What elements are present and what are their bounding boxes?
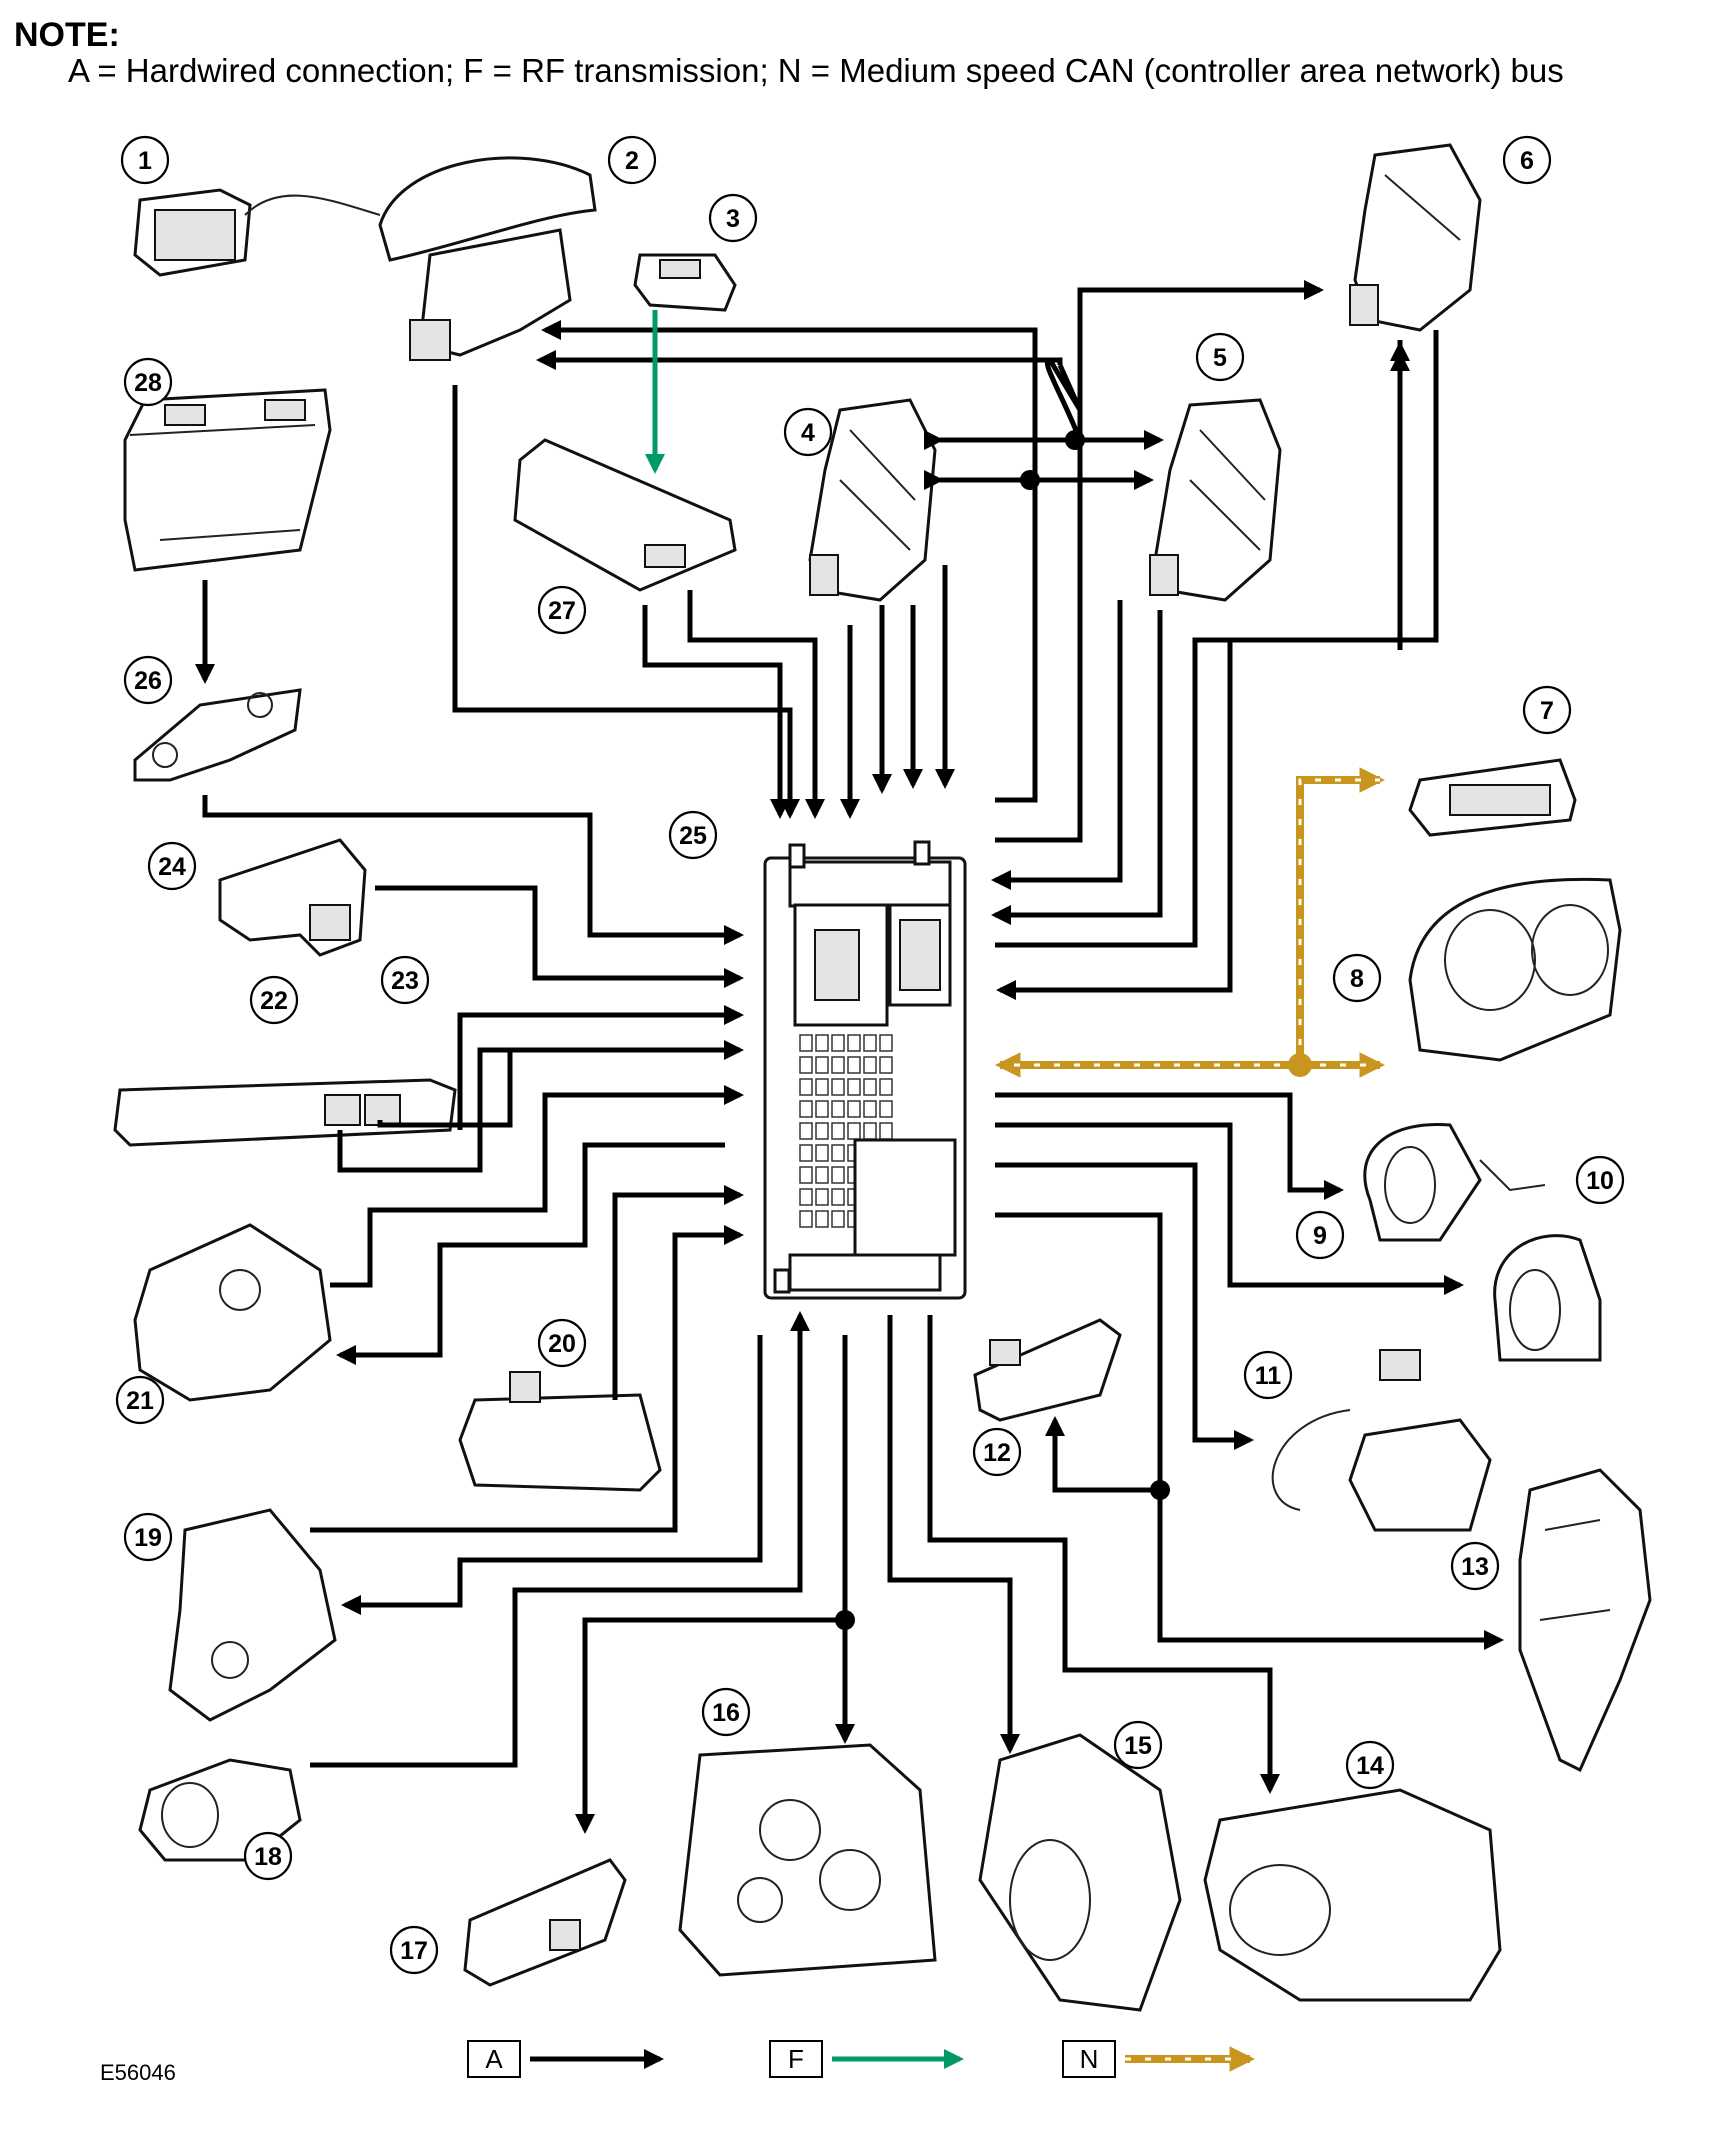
component-7 bbox=[1410, 760, 1575, 835]
callout-14: 14 bbox=[1347, 1742, 1393, 1788]
component-11 bbox=[1273, 1350, 1490, 1530]
figure-id: E56046 bbox=[100, 2060, 176, 2086]
legend-rf: F bbox=[770, 2041, 960, 2077]
callout-7: 7 bbox=[1524, 687, 1570, 733]
callout-16: 16 bbox=[703, 1689, 749, 1735]
callout-label-7: 7 bbox=[1540, 697, 1554, 725]
component-15 bbox=[980, 1735, 1180, 2010]
callout-label-2: 2 bbox=[625, 147, 639, 175]
component-14 bbox=[1205, 1790, 1500, 2000]
callout-10: 10 bbox=[1577, 1157, 1623, 1203]
legend-can: N bbox=[1063, 2041, 1250, 2077]
legend-can-letter: N bbox=[1080, 2044, 1099, 2074]
component-1 bbox=[135, 190, 380, 275]
callout-23: 23 bbox=[382, 957, 428, 1003]
callout-4: 4 bbox=[785, 409, 831, 455]
component-16 bbox=[680, 1745, 935, 1975]
callout-label-18: 18 bbox=[254, 1843, 282, 1871]
callout-label-24: 24 bbox=[158, 853, 186, 881]
component-8 bbox=[1410, 879, 1620, 1060]
callout-label-22: 22 bbox=[260, 987, 288, 1015]
callout-label-9: 9 bbox=[1313, 1222, 1327, 1250]
component-13 bbox=[1520, 1470, 1650, 1770]
callout-5: 5 bbox=[1197, 334, 1243, 380]
callout-label-6: 6 bbox=[1520, 147, 1534, 175]
callout-label-3: 3 bbox=[726, 205, 740, 233]
callout-18: 18 bbox=[245, 1833, 291, 1879]
callout-27: 27 bbox=[539, 587, 585, 633]
callout-20: 20 bbox=[539, 1320, 585, 1366]
legend: A F N bbox=[468, 2041, 1250, 2077]
callout-label-26: 26 bbox=[134, 667, 162, 695]
callout-label-1: 1 bbox=[138, 147, 152, 175]
legend-rf-letter: F bbox=[788, 2044, 804, 2074]
component-6 bbox=[1350, 145, 1480, 330]
component-9 bbox=[1365, 1124, 1545, 1240]
component-12 bbox=[975, 1320, 1120, 1420]
callout-2: 2 bbox=[609, 137, 655, 183]
callout-15: 15 bbox=[1115, 1722, 1161, 1768]
callout-26: 26 bbox=[125, 657, 171, 703]
callout-9: 9 bbox=[1297, 1212, 1343, 1258]
component-21 bbox=[135, 1225, 330, 1400]
callout-13: 13 bbox=[1452, 1543, 1498, 1589]
callout-label-21: 21 bbox=[126, 1387, 154, 1415]
component-3 bbox=[635, 255, 735, 310]
callout-28: 28 bbox=[125, 359, 171, 405]
callout-label-4: 4 bbox=[801, 419, 815, 447]
callout-label-10: 10 bbox=[1586, 1167, 1614, 1195]
callout-label-19: 19 bbox=[134, 1524, 162, 1552]
legend-hardwired: A bbox=[468, 2041, 660, 2077]
callout-label-23: 23 bbox=[391, 967, 419, 995]
component-19 bbox=[170, 1510, 335, 1720]
callout-22: 22 bbox=[251, 977, 297, 1023]
callout-label-13: 13 bbox=[1461, 1553, 1489, 1581]
can-bus bbox=[1000, 780, 1380, 1077]
callout-17: 17 bbox=[391, 1927, 437, 1973]
callout-label-14: 14 bbox=[1356, 1752, 1384, 1780]
callout-24: 24 bbox=[149, 843, 195, 889]
callout-label-5: 5 bbox=[1213, 344, 1227, 372]
callout-6: 6 bbox=[1504, 137, 1550, 183]
callout-3: 3 bbox=[710, 195, 756, 241]
component-27 bbox=[515, 440, 735, 590]
callout-label-17: 17 bbox=[400, 1937, 428, 1965]
callout-label-15: 15 bbox=[1124, 1732, 1152, 1760]
component-5 bbox=[1150, 400, 1280, 600]
legend-hardwired-letter: A bbox=[485, 2044, 503, 2074]
component-17 bbox=[465, 1860, 625, 1985]
callout-label-27: 27 bbox=[548, 597, 576, 625]
callout-1: 1 bbox=[122, 137, 168, 183]
callout-8: 8 bbox=[1334, 955, 1380, 1001]
callout-12: 12 bbox=[974, 1429, 1020, 1475]
callout-11: 11 bbox=[1245, 1352, 1291, 1398]
callout-21: 21 bbox=[117, 1377, 163, 1423]
callout-25: 25 bbox=[670, 812, 716, 858]
callout-label-20: 20 bbox=[548, 1330, 576, 1358]
callout-label-16: 16 bbox=[712, 1699, 740, 1727]
component-22-23 bbox=[115, 1080, 455, 1145]
callout-label-25: 25 bbox=[679, 822, 707, 850]
callout-label-11: 11 bbox=[1255, 1362, 1282, 1390]
component-10 bbox=[1495, 1236, 1600, 1360]
callout-label-8: 8 bbox=[1350, 965, 1364, 993]
central-junction-box bbox=[765, 842, 965, 1298]
callout-label-28: 28 bbox=[134, 369, 162, 397]
callout-label-12: 12 bbox=[983, 1439, 1011, 1467]
component-20 bbox=[460, 1372, 660, 1490]
callout-19: 19 bbox=[125, 1514, 171, 1560]
component-24 bbox=[220, 840, 365, 955]
component-26 bbox=[135, 690, 300, 780]
component-28 bbox=[125, 390, 330, 570]
